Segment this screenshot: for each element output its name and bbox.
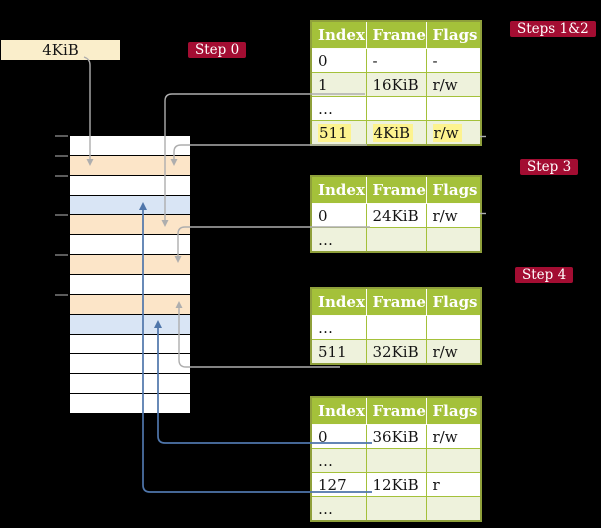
table-cell — [425, 315, 482, 340]
table-cell: 12KiB — [365, 472, 427, 497]
table-row: 0 - - — [310, 48, 482, 73]
table-cell: 511 — [310, 120, 367, 146]
memory-column — [70, 136, 190, 415]
table-row: … — [310, 96, 482, 121]
table-cell: r/w — [425, 72, 482, 97]
step-0-badge: Step 0 — [188, 42, 247, 58]
table-row: 0 36KiB r/w — [310, 424, 482, 449]
table-cell: … — [310, 315, 367, 340]
table-row: 127 12KiB r — [310, 472, 482, 497]
table-cell: … — [310, 227, 367, 253]
memory-frame-row-blue — [70, 314, 190, 335]
column-header: Frame — [365, 175, 427, 204]
column-header: Index — [310, 20, 367, 49]
page-table-steps-1-2: Index Frame Flags 0 - - 1 16KiB r/w … 51… — [310, 20, 482, 146]
step-4-label: Step 4 — [522, 267, 567, 283]
table-cell: … — [310, 448, 367, 473]
column-header: Flags — [425, 20, 482, 49]
table-cell — [365, 227, 427, 253]
table-row: 0 24KiB r/w — [310, 203, 482, 228]
table-cell: 511 — [310, 339, 367, 365]
table-cell: 4KiB — [365, 120, 427, 146]
table-header-row: Index Frame Flags — [310, 20, 482, 49]
column-header: Index — [310, 287, 367, 316]
frame-address-label: 4KiB — [42, 41, 79, 59]
table-cell — [365, 96, 427, 121]
column-header: Flags — [425, 175, 482, 204]
table-row-highlighted: 511 4KiB r/w — [310, 120, 482, 146]
column-header: Frame — [365, 396, 427, 425]
page-table-step-3: Index Frame Flags 0 24KiB r/w … — [310, 175, 482, 253]
table-cell: 1 — [310, 72, 367, 97]
column-header: Frame — [365, 287, 427, 316]
memory-frame-row-white — [70, 275, 190, 295]
memory-frame-row-orange — [70, 294, 190, 315]
table-cell — [365, 496, 427, 522]
table-cell: 0 — [310, 203, 367, 228]
table-cell: … — [310, 496, 367, 522]
page-table-final: Index Frame Flags 0 36KiB r/w … 127 12Ki… — [310, 396, 482, 522]
memory-frame-row-white — [70, 354, 190, 375]
memory-frame-row-blue — [70, 195, 190, 216]
column-header: Frame — [365, 20, 427, 49]
step-4-badge: Step 4 — [515, 267, 574, 283]
memory-frame-row-white — [70, 175, 190, 196]
table-row: … — [310, 227, 482, 253]
memory-frame-row-white — [70, 374, 190, 395]
step-3-label: Step 3 — [527, 159, 572, 175]
table-cell: 24KiB — [365, 203, 427, 228]
arrow-entry511-to-4kib-frame — [173, 144, 367, 159]
table-header-row: Index Frame Flags — [310, 396, 482, 425]
column-header: Flags — [425, 287, 482, 316]
steps-1-2-badge: Steps 1&2 — [510, 21, 596, 37]
table-row: … — [310, 448, 482, 473]
table-cell: r/w — [425, 203, 482, 228]
table-header-row: Index Frame Flags — [310, 287, 482, 316]
table-row: … — [310, 496, 482, 522]
memory-frame-row-orange — [70, 255, 190, 276]
table-cell — [425, 227, 482, 253]
memory-frame-row-orange — [70, 155, 190, 176]
table-cell: … — [310, 96, 367, 121]
table-row: 511 32KiB r/w — [310, 339, 482, 365]
table-cell — [425, 448, 482, 473]
table-cell: - — [425, 48, 482, 73]
address-tick-marks — [55, 135, 68, 296]
memory-frame-row-orange — [70, 215, 190, 236]
table-cell: 36KiB — [365, 424, 427, 449]
column-header: Index — [310, 396, 367, 425]
step-3-badge: Step 3 — [520, 159, 579, 175]
table-cell: 127 — [310, 472, 367, 497]
steps-1-2-label: Steps 1&2 — [517, 21, 589, 37]
memory-frame-row-white — [70, 136, 190, 156]
table-cell: r/w — [425, 424, 482, 449]
table-cell: r — [425, 472, 482, 497]
table-row: … — [310, 315, 482, 340]
step-0-label: Step 0 — [195, 42, 240, 58]
table-row: 1 16KiB r/w — [310, 72, 482, 97]
page-table-step-4: Index Frame Flags … 511 32KiB r/w — [310, 287, 482, 365]
table-cell — [365, 448, 427, 473]
highlight-mark: 511 — [318, 123, 351, 142]
table-cell: 16KiB — [365, 72, 427, 97]
table-cell: - — [365, 48, 427, 73]
table-cell: r/w — [425, 339, 482, 365]
highlight-mark: r/w — [432, 123, 462, 142]
memory-frame-row-white — [70, 394, 190, 415]
highlight-mark: 4KiB — [372, 123, 414, 142]
table-cell: 0 — [310, 48, 367, 73]
table-cell: 0 — [310, 424, 367, 449]
table-header-row: Index Frame Flags — [310, 175, 482, 204]
memory-frame-row-white — [70, 235, 190, 256]
column-header: Flags — [425, 396, 482, 425]
table-cell — [425, 496, 482, 522]
memory-frame-row-white — [70, 334, 190, 355]
table-cell — [425, 96, 482, 121]
table-cell: r/w — [425, 120, 482, 146]
frame-address-box: 4KiB — [1, 40, 120, 60]
column-header: Index — [310, 175, 367, 204]
table-cell — [365, 315, 427, 340]
table-cell: 32KiB — [365, 339, 427, 365]
